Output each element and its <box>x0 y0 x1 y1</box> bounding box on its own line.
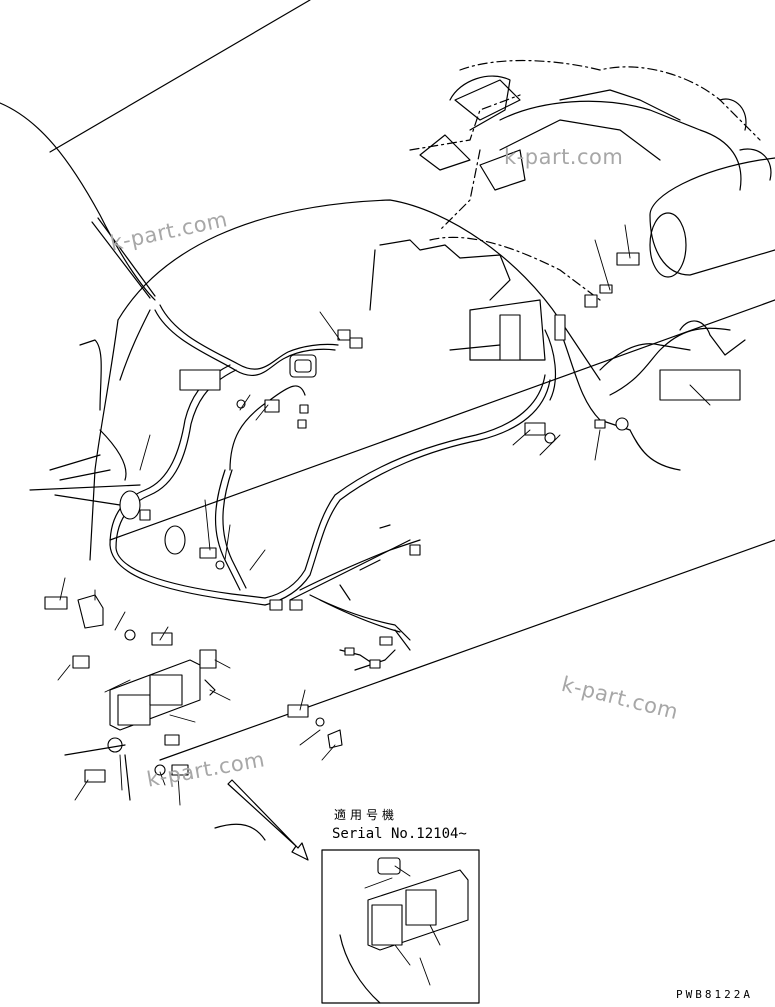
engine-phantom <box>369 59 775 361</box>
leader-lines <box>57 224 711 806</box>
watermark-1: k-part.com <box>504 145 624 169</box>
main-harness <box>79 304 746 606</box>
inset-box <box>321 849 480 1004</box>
serial-number-label: Serial No.12104~ <box>332 826 467 842</box>
applicable-label: 適用号機 <box>334 808 399 822</box>
frame-outline <box>0 0 775 761</box>
relay-assembly <box>44 594 343 801</box>
connectors <box>119 252 741 611</box>
drawing-code: PWB8122A <box>676 988 753 1001</box>
inset-arrow <box>214 779 309 861</box>
branch-harness <box>289 524 421 671</box>
